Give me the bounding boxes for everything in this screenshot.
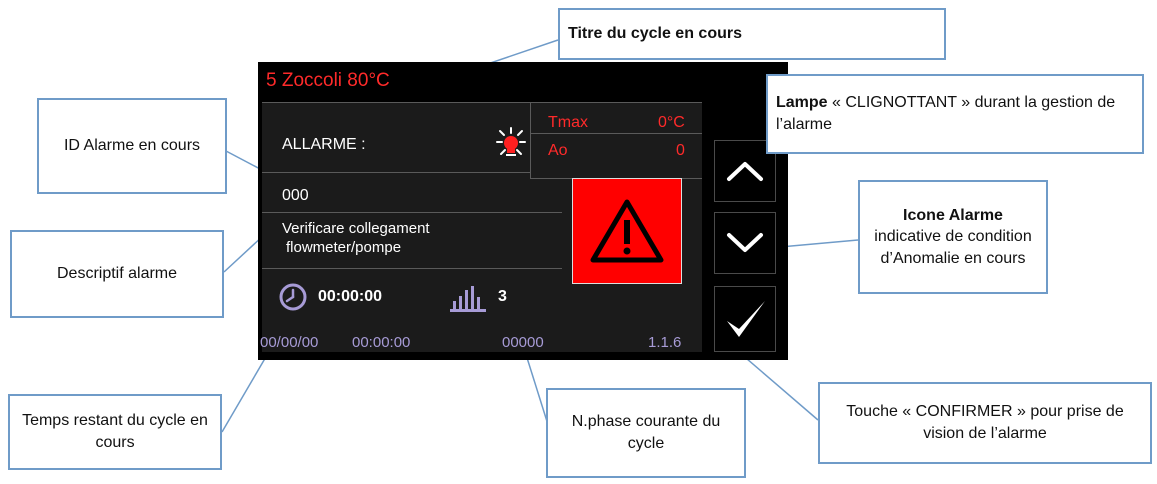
- callout-description: Descriptif alarme: [10, 230, 224, 318]
- alarm-panel: ALLARME : Tmax 0°C Ao 0 000 Verific: [262, 102, 702, 352]
- footer-counter: 00000: [502, 334, 544, 351]
- leader-alarm-id: [225, 150, 263, 171]
- callout-remaining-time: Temps restant du cycle en cours: [8, 394, 222, 470]
- confirm-button[interactable]: [714, 286, 776, 352]
- tmax-value: 0°C: [658, 114, 685, 131]
- callout-phase-text: N.phase courante du cycle: [571, 413, 721, 452]
- alarm-id: 000: [282, 187, 309, 204]
- callout-alarm-id-text: ID Alarme en cours: [63, 137, 201, 155]
- remaining-time: 00:00:00: [318, 288, 383, 305]
- phase-number: 3: [498, 288, 507, 305]
- callout-alarm-id: ID Alarme en cours: [37, 98, 227, 194]
- lamp-icon: [496, 127, 526, 156]
- scroll-down-button[interactable]: [714, 212, 776, 274]
- chevron-down-icon: [727, 233, 763, 252]
- bar-chart-icon: [450, 286, 486, 312]
- alarm-description-line2: flowmeter/pompe: [286, 239, 402, 256]
- firmware-version: 1.1.6: [648, 334, 682, 351]
- callout-lamp-bold: Lampe: [776, 94, 828, 112]
- callout-description-text: Descriptif alarme: [56, 265, 178, 283]
- ao-value: 0: [676, 142, 685, 159]
- callout-alarm-icon: Icone Alarme indicative de condition d’A…: [858, 180, 1048, 294]
- clock-icon: [279, 283, 307, 311]
- callout-alarm-icon-bold: Icone Alarme: [903, 206, 1003, 224]
- callout-confirm: Touche « CONFIRMER » pour prise de visio…: [818, 382, 1152, 464]
- alarm-icon-box: [572, 178, 682, 284]
- callout-confirm-text: Touche « CONFIRMER » pour prise de visio…: [846, 403, 1124, 442]
- warning-triangle-icon: [590, 199, 664, 263]
- checkmark-icon: [727, 301, 765, 337]
- callout-lamp-text: Lampe « CLIGNOTTANT » durant la gestion …: [776, 92, 1134, 135]
- callout-remaining-time-text: Temps restant du cycle en cours: [22, 412, 208, 451]
- tmax-label: Tmax: [548, 114, 588, 131]
- chevron-up-icon: [727, 162, 763, 181]
- callout-cycle-title-text: Titre du cycle en cours: [568, 25, 742, 43]
- ao-label: Ao: [548, 142, 568, 159]
- footer-time: 00:00:00: [352, 334, 411, 351]
- scroll-up-button[interactable]: [714, 140, 776, 202]
- alarm-label: ALLARME :: [282, 136, 366, 153]
- device-screen: 5 Zoccoli 80°C ALLARME : Tmax 0°C Ao 0: [258, 62, 788, 360]
- callout-alarm-icon-rest: indicative de condition d’Anomalie en co…: [874, 228, 1032, 267]
- callout-lamp: Lampe « CLIGNOTTANT » durant la gestion …: [766, 74, 1144, 154]
- footer-date: 00/00/00: [260, 334, 319, 351]
- callout-lamp-rest: « CLIGNOTTANT » durant la gestion de l’a…: [776, 94, 1116, 133]
- alarm-description-line1: Verificare collegament: [282, 220, 430, 237]
- callout-cycle-title: Titre du cycle en cours: [558, 8, 946, 60]
- cycle-title: 5 Zoccoli 80°C: [266, 70, 390, 91]
- callout-phase: N.phase courante du cycle: [546, 388, 746, 478]
